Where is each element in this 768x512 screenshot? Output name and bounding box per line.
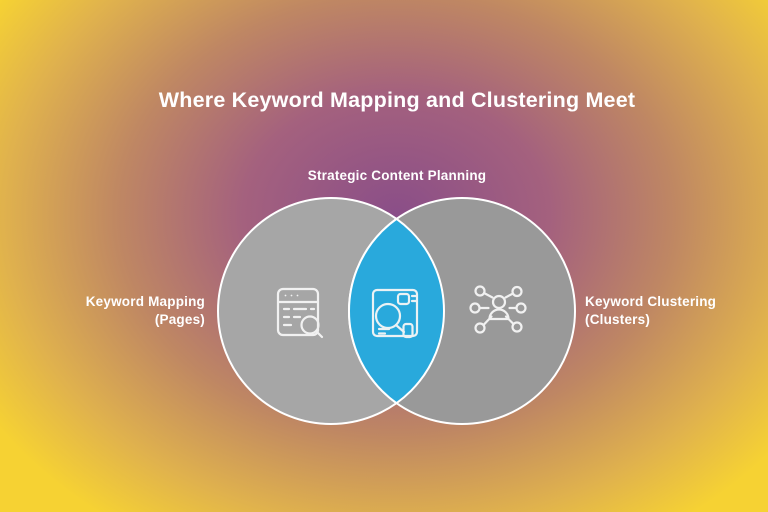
content-plan-icon bbox=[371, 288, 419, 339]
right-set-label: Keyword Clustering (Clusters) bbox=[585, 293, 755, 329]
browser-search-icon bbox=[276, 287, 324, 339]
left-set-label: Keyword Mapping (Pages) bbox=[35, 293, 205, 329]
left-set-label-line2: (Pages) bbox=[154, 312, 205, 327]
person-network-icon bbox=[469, 285, 527, 334]
left-set-label-line1: Keyword Mapping bbox=[85, 294, 205, 309]
intersection-lens bbox=[348, 198, 444, 424]
page-title: Where Keyword Mapping and Clustering Mee… bbox=[158, 88, 636, 112]
lens-left-arc bbox=[349, 198, 445, 424]
right-set-label-line1: Keyword Clustering bbox=[585, 294, 717, 309]
intersection-top-label: Strategic Content Planning bbox=[307, 168, 487, 183]
right-set-label-line2: (Clusters) bbox=[585, 312, 651, 327]
